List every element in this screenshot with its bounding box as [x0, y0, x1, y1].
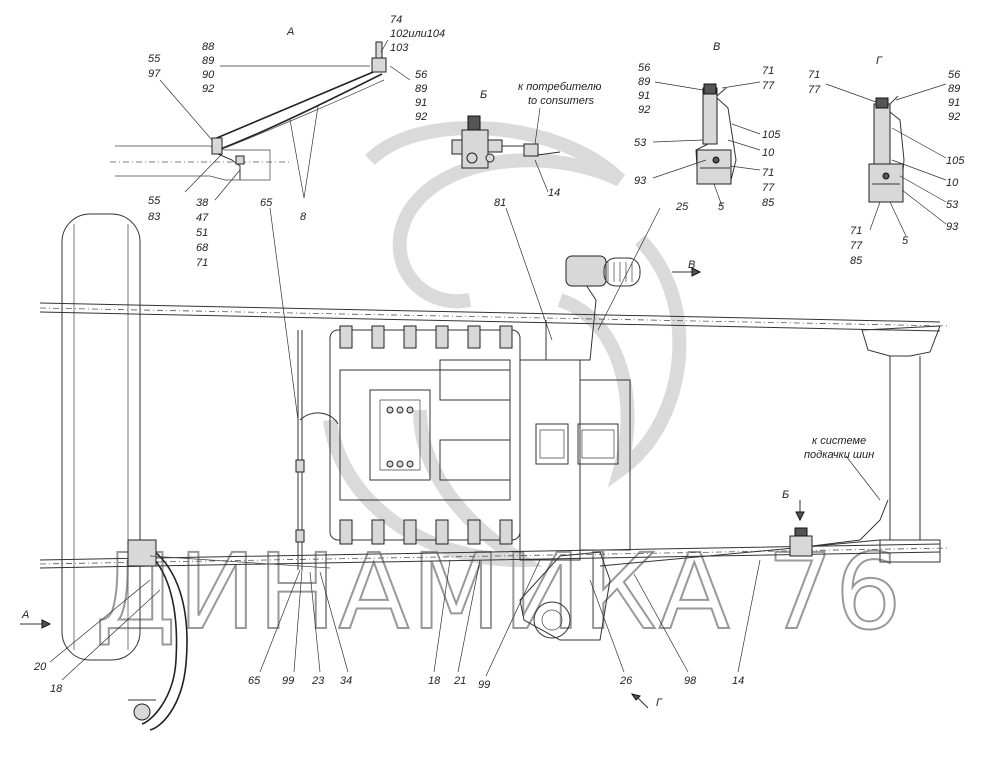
callout-92-a2: 92	[415, 111, 427, 123]
callout-56-a: 56	[415, 69, 428, 81]
callout-89-a: 89	[202, 55, 214, 67]
callout-56-g: 56	[948, 69, 961, 81]
callout-88: 88	[202, 41, 215, 53]
callout-53-g: 53	[946, 199, 959, 211]
callout-23: 23	[311, 675, 325, 687]
injectors-top	[339, 325, 513, 349]
callout-65-a: 65	[260, 197, 273, 209]
callout-25: 25	[675, 201, 689, 213]
view-b-detail: Б к потребителю to consumers 14	[451, 81, 601, 199]
callout-51: 51	[196, 227, 208, 239]
callout-89-v: 89	[638, 76, 650, 88]
view-g-title: Г	[876, 55, 883, 67]
callout-8: 8	[300, 211, 307, 223]
callout-71-a: 71	[196, 257, 208, 269]
callout-91-v: 91	[638, 90, 650, 102]
callout-77-v2: 77	[762, 182, 775, 194]
callout-85-g: 85	[850, 255, 863, 267]
view-a-detail: А 55 97 88 89 90 92 74 102или104 103 56 …	[110, 14, 445, 269]
callout-18-left: 18	[50, 683, 63, 695]
callout-21: 21	[453, 675, 466, 687]
arrow-b-label: Б	[782, 489, 789, 501]
callout-20: 20	[33, 661, 47, 673]
callout-47: 47	[196, 212, 209, 224]
callout-74: 74	[390, 14, 402, 26]
callout-5-v: 5	[718, 201, 725, 213]
callout-93-v: 93	[634, 175, 647, 187]
callout-81: 81	[494, 197, 506, 209]
callout-91-a: 91	[415, 97, 427, 109]
callout-105-g: 105	[946, 155, 965, 167]
callout-55-a2: 55	[148, 195, 161, 207]
callout-10-g: 10	[946, 177, 959, 189]
callout-68: 68	[196, 242, 209, 254]
callout-34: 34	[340, 675, 352, 687]
callout-77-v: 77	[762, 80, 775, 92]
callout-105-v: 105	[762, 129, 781, 141]
callout-103: 103	[390, 42, 409, 54]
callout-99-mid: 99	[478, 679, 490, 691]
callout-18-mid: 18	[428, 675, 441, 687]
callout-90: 90	[202, 69, 215, 81]
callout-102-104: 102или104	[390, 28, 445, 40]
callout-56-v: 56	[638, 62, 651, 74]
callout-99-left: 99	[282, 675, 294, 687]
injectors-bottom	[339, 519, 513, 545]
callout-55-a: 55	[148, 53, 161, 65]
view-b-title: Б	[480, 89, 487, 101]
main-assembly: 81 25 В к системе подкачки шин Б А Г 20 …	[20, 197, 951, 731]
arrow-v-label: В	[688, 259, 695, 271]
callout-5-g: 5	[902, 235, 909, 247]
callout-97-a: 97	[148, 68, 161, 80]
callout-71-g: 71	[808, 69, 820, 81]
arrow-g-label: Г	[656, 697, 663, 709]
callout-85-v: 85	[762, 197, 775, 209]
callout-14-b: 14	[548, 187, 560, 199]
callout-26: 26	[619, 675, 633, 687]
consumers-ru-note: к потребителю	[518, 81, 601, 93]
callout-10-v: 10	[762, 147, 775, 159]
callout-53-v: 53	[634, 137, 647, 149]
callout-89-g: 89	[948, 83, 960, 95]
callout-92-v: 92	[638, 104, 650, 116]
callout-71-v: 71	[762, 65, 774, 77]
callout-38: 38	[196, 197, 209, 209]
callout-98: 98	[684, 675, 697, 687]
callout-93-g: 93	[946, 221, 959, 233]
callout-89-a2: 89	[415, 83, 427, 95]
callout-14-main: 14	[732, 675, 744, 687]
wheel	[61, 213, 141, 661]
tires-note-1: к системе	[812, 435, 866, 447]
callout-91-g: 91	[948, 97, 960, 109]
view-a-title: А	[286, 26, 294, 38]
callout-65-main: 65	[248, 675, 261, 687]
callout-71-g2: 71	[850, 225, 862, 237]
callout-83: 83	[148, 211, 161, 223]
view-g-detail: Г 71 77 56 89 91 92 105 10 53 93 71 77 8…	[808, 55, 965, 267]
callout-77-g: 77	[808, 84, 821, 96]
arrow-a-label: А	[21, 609, 29, 621]
callout-71-v2: 71	[762, 167, 774, 179]
callout-92-a: 92	[202, 83, 214, 95]
view-v-detail: В 56 89 91 92 71 77 53 93 105 10 71 77 8…	[634, 41, 781, 213]
view-v-title: В	[713, 41, 720, 53]
consumers-en-note: to consumers	[528, 95, 595, 107]
tires-note-2: подкачки шин	[804, 449, 874, 461]
callout-77-g2: 77	[850, 240, 863, 252]
callout-92-g: 92	[948, 111, 960, 123]
